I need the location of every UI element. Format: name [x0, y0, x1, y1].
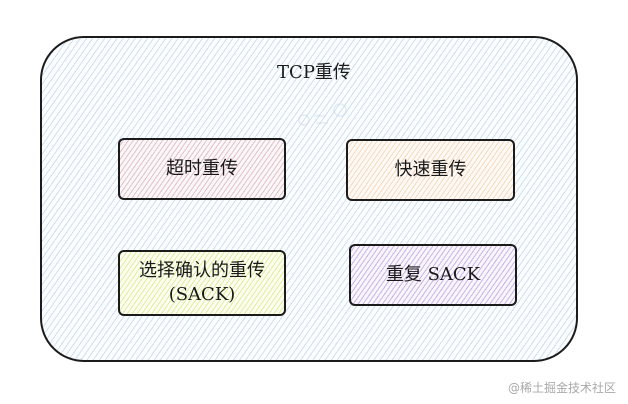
duplicate-sack-label: 重复 SACK	[385, 264, 481, 285]
watermark-text: @稀土掘金技术社区	[507, 381, 616, 395]
duplicate-sack-box: 重复 SACK	[349, 244, 517, 306]
diagram-title: TCP重传	[277, 62, 351, 83]
fast-retransmission-label: 快速重传	[394, 159, 467, 180]
timeout-retransmission-box: 超时重传	[118, 138, 286, 200]
timeout-retransmission-label: 超时重传	[166, 158, 238, 179]
faint-logo-mark	[298, 103, 347, 126]
sack-retransmission-box: 选择确认的重传 (SACK)	[118, 250, 286, 316]
fast-retransmission-box: 快速重传	[346, 139, 515, 201]
sack-retransmission-label: 选择确认的重传 (SACK)	[139, 260, 265, 305]
